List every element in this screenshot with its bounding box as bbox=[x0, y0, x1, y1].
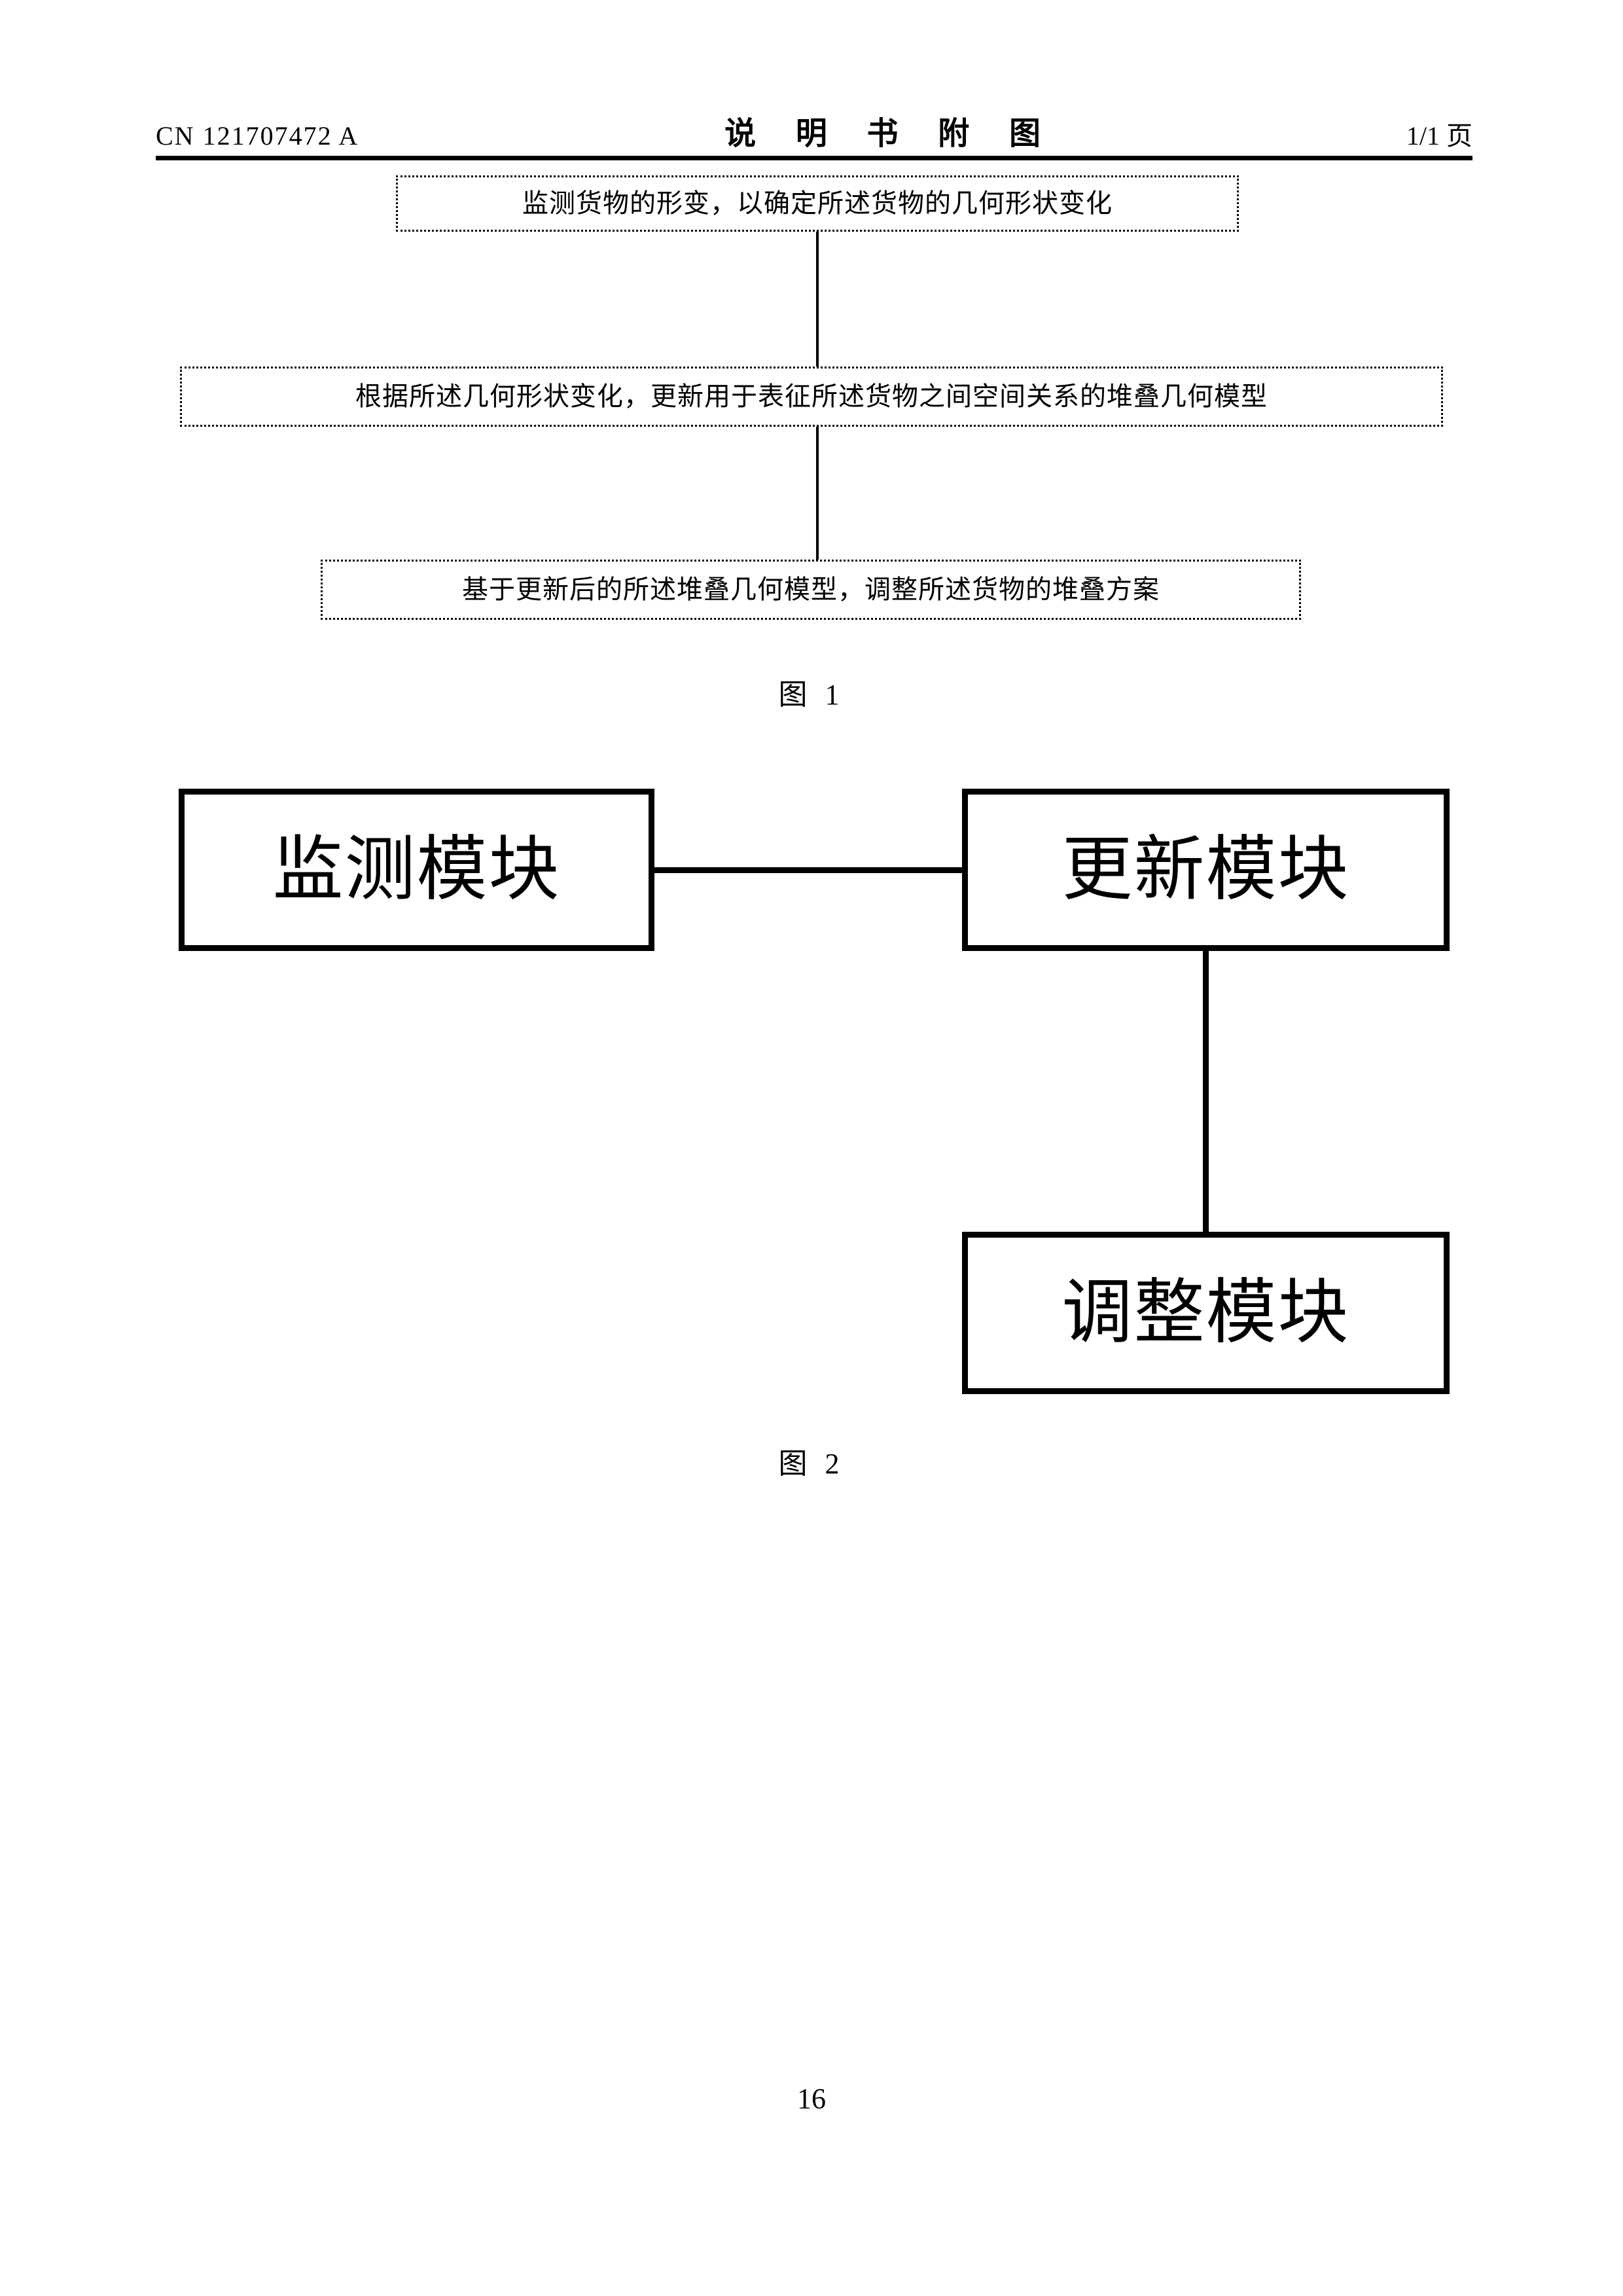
module-block-update: 更新模块 bbox=[962, 789, 1450, 951]
module-connector-update-to-adjust bbox=[1203, 950, 1209, 1233]
module-connector-monitoring-to-update bbox=[653, 867, 963, 873]
flow-step-3: 基于更新后的所述堆叠几何模型，调整所述货物的堆叠方案 bbox=[321, 560, 1301, 620]
page-indicator: 1/1 页 bbox=[1406, 121, 1472, 151]
figure-2: 监测模块 更新模块 调整模块 图 2 bbox=[179, 789, 1450, 1480]
page-header: CN 121707472 A 说 明 书 附 图 1/1 页 bbox=[156, 99, 1472, 149]
flow-step-2: 根据所述几何形状变化，更新用于表征所述货物之间空间关系的堆叠几何模型 bbox=[180, 367, 1443, 427]
figure-1: 监测货物的形变，以确定所述货物的几何形状变化 根据所述几何形状变化，更新用于表征… bbox=[0, 0, 1623, 720]
document-title: 说 明 书 附 图 bbox=[724, 115, 1055, 152]
flow-connector-2-to-3 bbox=[816, 427, 819, 560]
page-number: 16 bbox=[797, 2083, 826, 2115]
figure-1-caption: 图 1 bbox=[778, 679, 845, 711]
header-divider bbox=[156, 156, 1472, 160]
flow-step-1: 监测货物的形变，以确定所述货物的几何形状变化 bbox=[396, 175, 1239, 232]
module-block-adjust: 调整模块 bbox=[962, 1232, 1450, 1394]
patent-number: CN 121707472 A bbox=[156, 121, 359, 151]
figure-2-caption: 图 2 bbox=[778, 1448, 845, 1480]
module-block-monitoring: 监测模块 bbox=[179, 789, 654, 951]
flow-connector-1-to-2 bbox=[816, 232, 819, 367]
